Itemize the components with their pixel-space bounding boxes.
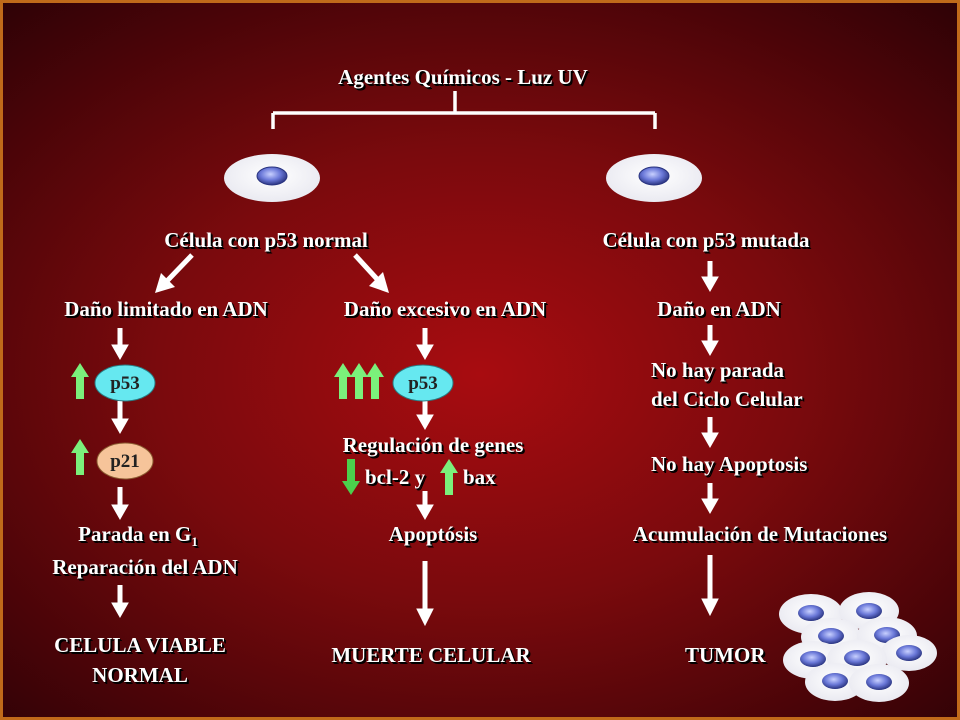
up-arrow-p53-mid-3 [366, 363, 384, 399]
arrow-left-1 [111, 328, 129, 361]
p53-oval-mid [392, 364, 454, 402]
right-accumulation: Acumulación de Mutaciones [632, 522, 888, 546]
arrow-right-3 [701, 417, 719, 449]
right-no-arrest-line1: No hay parada [651, 358, 785, 382]
left-arrest-text: Parada en G [78, 522, 192, 546]
p53-label-left: p53 [110, 373, 140, 394]
right-damage: Daño en ADN [657, 297, 781, 321]
cell-mutated [606, 154, 702, 202]
arrow-right-5 [701, 555, 719, 617]
cell-normal [224, 154, 320, 202]
label-mutated-cell: Célula con p53 mutada [602, 228, 810, 252]
p53-label-mid: p53 [408, 373, 438, 394]
left-result-line2: NORMAL [92, 663, 188, 687]
left-arrest: Parada en G1 [78, 522, 198, 550]
label-normal-cell: Célula con p53 normal [164, 228, 368, 252]
arrow-left-3 [111, 487, 129, 521]
middle-damage: Daño excesivo en ADN [343, 297, 547, 321]
middle-result: MUERTE CELULAR [331, 643, 531, 667]
left-result-line1: CELULA VIABLE [54, 633, 226, 657]
left-damage: Daño limitado en ADN [64, 297, 268, 321]
up-arrow-bax [440, 459, 458, 495]
arrow-right-1 [701, 261, 719, 293]
up-arrow-p53-left [71, 363, 89, 399]
green-up-arrows [71, 363, 458, 495]
arrow-mid-3 [416, 491, 434, 521]
tumor-cell [805, 663, 865, 701]
green-down-arrow-bcl2 [342, 459, 360, 495]
p21-label-left: p21 [110, 451, 140, 472]
arrow-right-4 [701, 483, 719, 515]
right-result: TUMOR [685, 643, 766, 667]
up-arrow-p21-left [71, 439, 89, 475]
p21-oval-left [96, 442, 154, 480]
right-no-arrest-line2: del Ciclo Celular [651, 387, 803, 411]
title-bracket [271, 91, 657, 129]
arrow-left-4 [111, 585, 129, 619]
left-arrest-subscript: 1 [191, 534, 198, 550]
arrow-to-limited-damage [155, 253, 194, 293]
arrow-to-excessive-damage [353, 253, 389, 293]
up-arrow-p53-mid-2 [350, 363, 368, 399]
middle-bax: bax [463, 465, 496, 489]
left-repair: Reparación del ADN [52, 555, 238, 579]
middle-regulation: Regulación de genes [342, 433, 524, 457]
tumor-cell [881, 635, 937, 671]
tumor-cell [849, 664, 909, 702]
right-no-apoptosis: No hay Apoptosis [651, 452, 808, 476]
diagram-graphics [71, 91, 937, 702]
arrow-mid-4 [416, 561, 434, 627]
arrow-right-2 [701, 325, 719, 357]
up-arrow-p53-mid-1 [334, 363, 352, 399]
diagram-title: Agentes Químicos - Luz UV [338, 65, 588, 89]
p53-oval-left [94, 364, 156, 402]
arrow-mid-2 [416, 401, 434, 431]
down-arrows [111, 261, 719, 627]
middle-bcl2: bcl-2 y [365, 465, 426, 489]
middle-apoptosis: Apoptósis [388, 522, 478, 546]
arrow-left-2 [111, 401, 129, 435]
arrow-mid-1 [416, 328, 434, 361]
tumor-cluster [779, 592, 937, 702]
